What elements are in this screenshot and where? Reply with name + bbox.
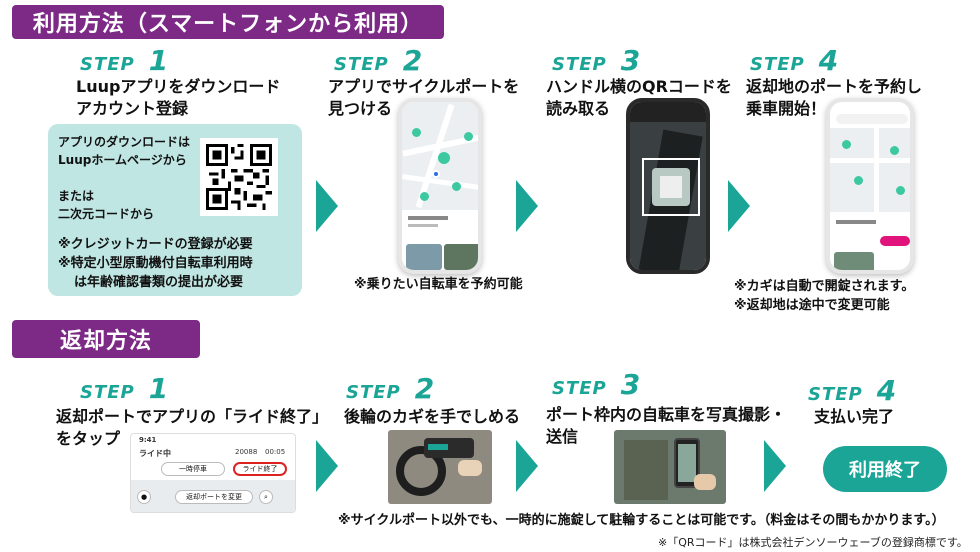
arrow-right-icon [516,180,538,232]
pause-button[interactable]: 一時停車 [161,462,225,476]
app-map-screen [398,98,482,274]
usage-step-1-description: Luupアプリをダウンロードアカウント登録 [76,77,281,118]
return-section-title: 返却方法 [12,320,200,358]
return-step-4-description: 支払い完了 [814,407,895,426]
ride-in-progress-screen: 9:41 ライド中 20088 00:05 一時停車 ライド終了 ● 返却ポート… [130,433,296,513]
app-reserve-screen [826,98,914,274]
return-step-1-description: 返却ポートでアプリの「ライド終了」をタップ [56,407,329,448]
return-step-3-description: ポート枠内の自転車を写真撮影・送信 [546,405,787,446]
arrow-right-icon [516,440,538,492]
arrow-right-icon [764,440,786,492]
user-icon[interactable]: ● [137,490,151,504]
finish-usage-badge: 利用終了 [823,446,947,492]
qr-trademark-footnote: ※「QRコード」は株式会社デンソーウェーブの登録商標です。 [658,536,968,549]
take-photo-image [614,430,726,504]
end-ride-button[interactable]: ライド終了 [233,462,287,476]
step4-note-1: ※カギは自動で開錠されます。 [734,279,915,294]
change-return-port-button[interactable]: 返却ポートを変更 [175,490,253,504]
arrow-right-icon [316,180,338,232]
qr-code-icon[interactable] [200,138,278,216]
usage-section-title: 利用方法（スマートフォンから利用） [12,5,444,39]
step4-note-2: ※返却地は途中で変更可能 [734,298,890,313]
qr-scan-screen [626,98,710,274]
battery-readout: 20088 [235,448,258,456]
search-icon[interactable]: ⌕ [259,490,273,504]
arrow-right-icon [316,440,338,492]
usage-step-3-description: ハンドル横のQRコードを読み取る [546,77,732,118]
usage-step-2-description: アプリでサイクルポートを見つける [328,77,520,118]
ride-timer: 00:05 [265,448,286,456]
arrow-right-icon [728,180,750,232]
usage-step-4-description: 返却地のポートを予約し乗車開始！ [746,77,923,118]
return-note: ※サイクルポート以外でも、一時的に施錠して駐輪することは可能です。（料金はその間… [338,513,945,528]
step2-note: ※乗りたい自転車を予約可能 [354,277,523,292]
return-step-2-description: 後輪のカギを手でしめる [344,407,521,426]
lock-rear-wheel-photo [388,430,492,504]
